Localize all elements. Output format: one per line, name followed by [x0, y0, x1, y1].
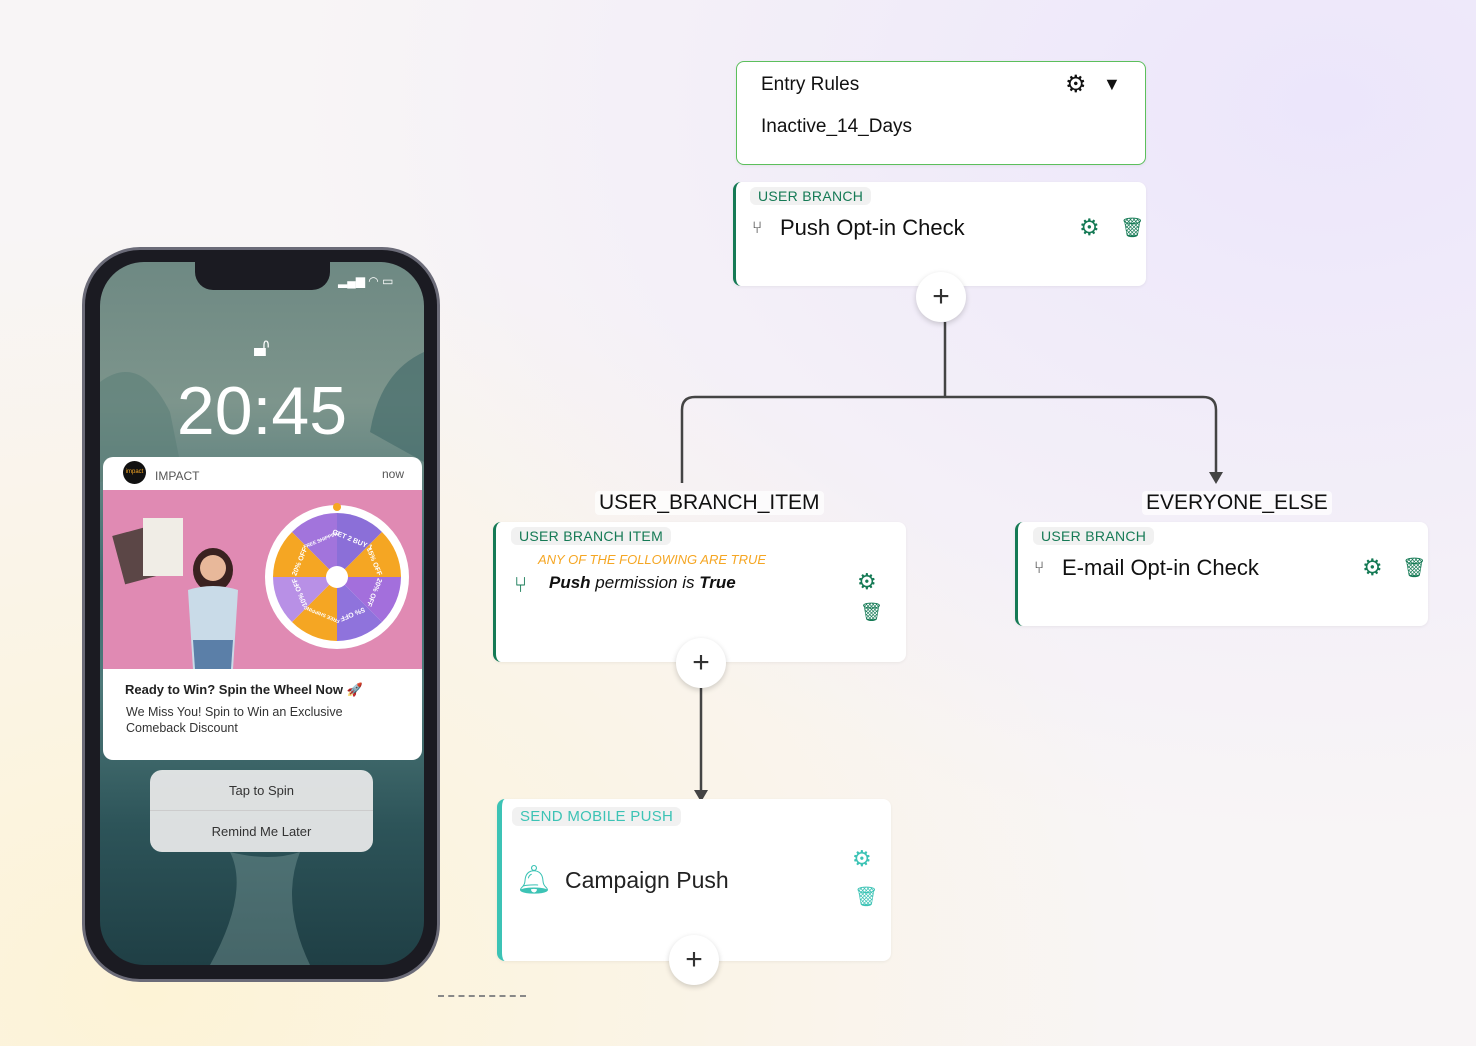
dashed-divider: [438, 995, 526, 997]
notification-image: GET 2 BUY 1 15% OFF 20% OFF 5% OFF FREE …: [103, 490, 422, 669]
gear-icon[interactable]: ⚙: [852, 846, 872, 871]
phone-notch: [195, 262, 330, 290]
email-optin-card[interactable]: USER BRANCH ⑂ E-mail Opt-in Check ⚙ 🗑︎: [1015, 522, 1428, 626]
status-icons: ▂▄▆ ◠ ▭: [338, 274, 394, 288]
unlock-icon: 🔓︎: [253, 332, 270, 362]
add-step-button[interactable]: +: [916, 272, 966, 322]
push-notification[interactable]: impact IMPACT now GET 2 BUY 1 15% OFF 20…: [103, 457, 422, 760]
card-tag: USER BRANCH: [750, 187, 872, 205]
branch-label-left: USER_BRANCH_ITEM: [595, 491, 824, 515]
entry-rules-value: Inactive_14_Days: [761, 116, 913, 137]
add-step-button[interactable]: +: [669, 935, 719, 985]
condition-header: ANY OF THE FOLLOWING ARE TRUE: [538, 552, 767, 567]
card-title: E-mail Opt-in Check: [1062, 555, 1259, 580]
notification-time: now: [381, 467, 404, 481]
gear-icon[interactable]: ⚙: [857, 569, 877, 594]
trash-icon[interactable]: 🗑︎: [1402, 558, 1427, 579]
gear-icon[interactable]: ⚙: [1079, 214, 1100, 240]
entry-rules-card[interactable]: Entry Rules Inactive_14_Days ⚙ ▼: [736, 61, 1146, 165]
trash-icon[interactable]: 🗑︎: [860, 602, 883, 622]
lockscreen-time: 20:45: [176, 373, 348, 449]
card-tag: USER BRANCH ITEM: [511, 527, 672, 545]
tap-to-spin-button[interactable]: Tap to Spin: [150, 770, 373, 811]
branch-label-right: EVERYONE_ELSE: [1142, 491, 1332, 515]
card-tag: USER BRANCH: [1033, 527, 1155, 545]
gear-icon[interactable]: ⚙: [1362, 554, 1383, 580]
trash-icon[interactable]: 🗑︎: [1120, 218, 1145, 239]
trash-icon[interactable]: 🗑︎: [854, 887, 879, 908]
remind-me-later-button[interactable]: Remind Me Later: [211, 824, 312, 839]
app-logo: impact: [123, 461, 146, 484]
notification-body: We Miss You! Spin to Win an Exclusive Co…: [126, 705, 343, 735]
condition-text: Push permission is True: [549, 573, 736, 592]
bell-icon: 🔔︎: [516, 864, 552, 895]
caret-down-icon[interactable]: ▼: [1103, 74, 1121, 94]
card-title: Push Opt-in Check: [780, 215, 965, 240]
entry-rules-title: Entry Rules: [761, 74, 860, 95]
notification-title: Ready to Win? Spin the Wheel Now 🚀: [125, 682, 363, 697]
card-title: Campaign Push: [565, 867, 729, 893]
gear-icon[interactable]: ⚙: [1065, 71, 1087, 98]
notification-actions: Tap to Spin Remind Me Later: [150, 770, 373, 852]
notification-app-name: IMPACT: [155, 469, 200, 483]
branch-icon: ⑂: [514, 572, 528, 597]
branch-icon: ⑂: [1034, 558, 1045, 577]
landscape-background: [100, 352, 424, 965]
send-push-card[interactable]: SEND MOBILE PUSH 🔔︎ Campaign Push ⚙ 🗑︎: [497, 799, 891, 961]
card-tag: SEND MOBILE PUSH: [512, 807, 682, 826]
branch-icon: ⑂: [752, 218, 763, 237]
add-step-button[interactable]: +: [676, 638, 726, 688]
spin-wheel: [273, 513, 401, 641]
push-optin-card[interactable]: USER BRANCH ⑂ Push Opt-in Check ⚙ 🗑︎: [733, 182, 1146, 286]
